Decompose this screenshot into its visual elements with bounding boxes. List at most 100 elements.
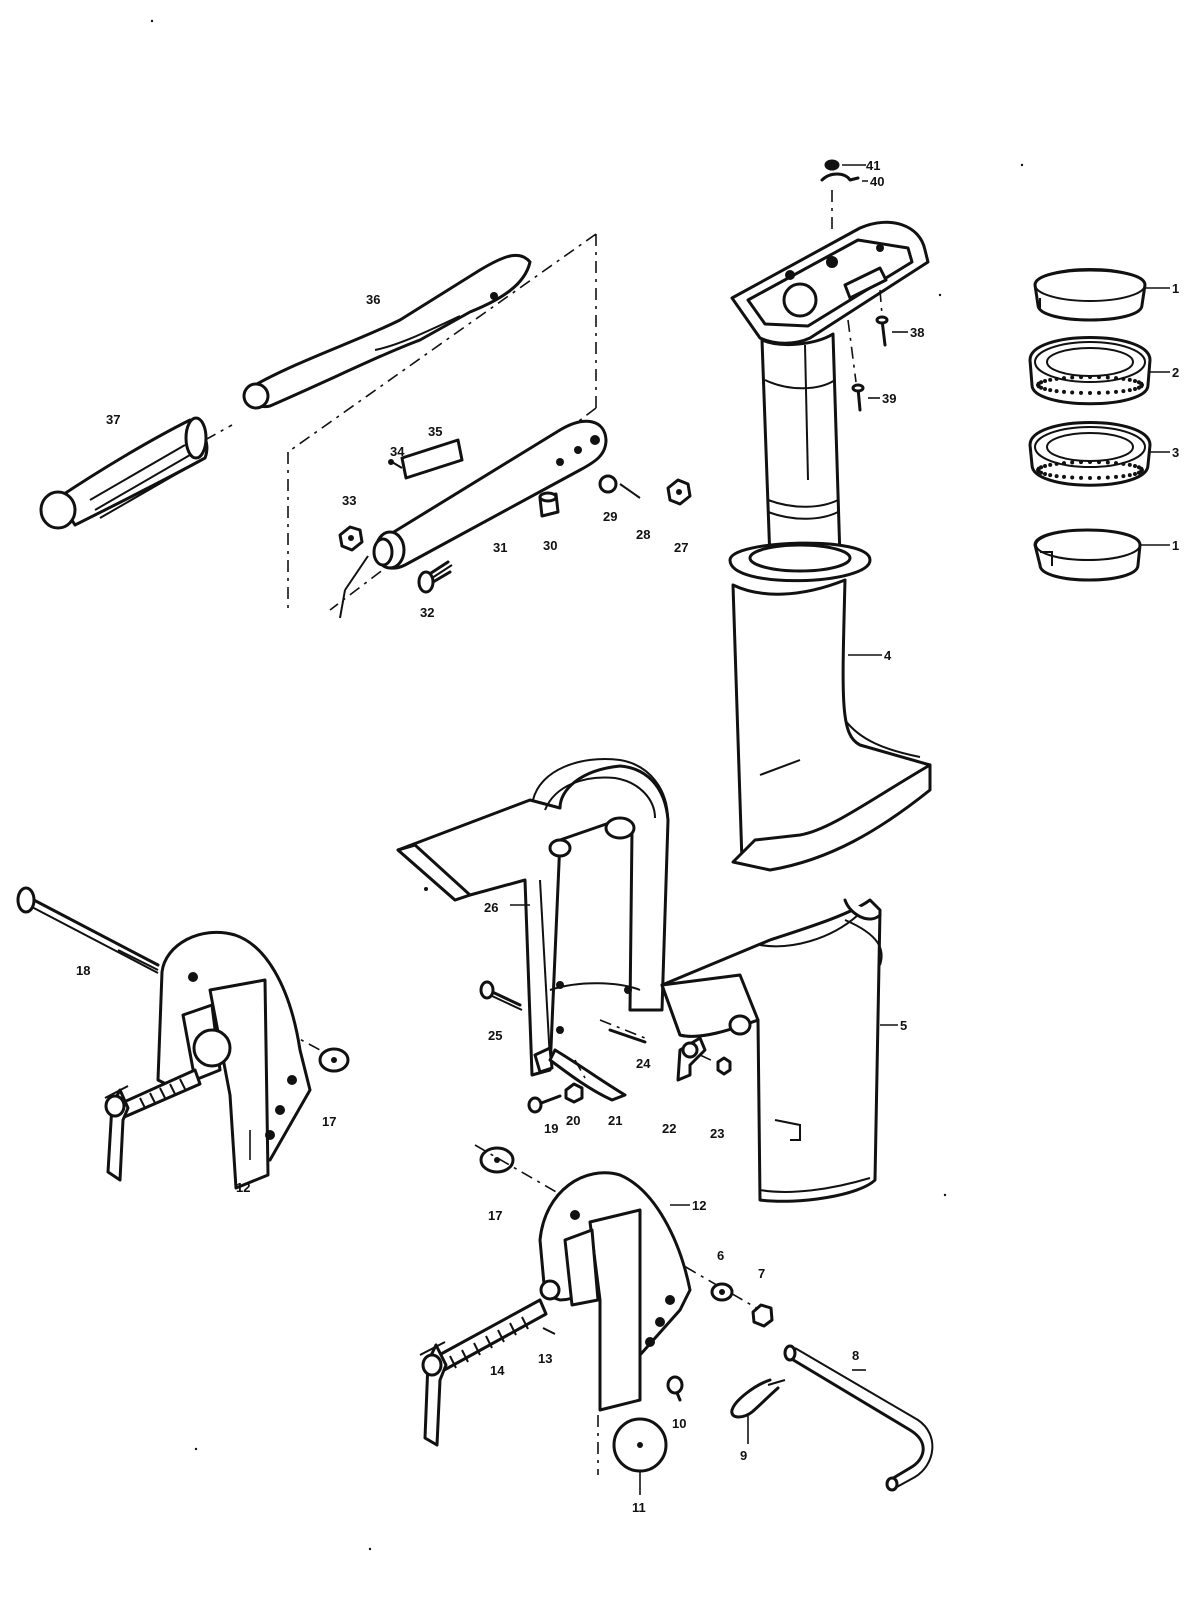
- pin-28: [619, 483, 641, 499]
- label-33: 33: [342, 493, 356, 508]
- bearing-ball: [1105, 475, 1110, 480]
- bearing-ball: [1054, 474, 1059, 479]
- bearing-ball: [1121, 474, 1126, 479]
- label-13: 13: [538, 1351, 552, 1366]
- bearing-ball: [1133, 464, 1137, 468]
- bearing-ball: [1062, 461, 1066, 466]
- label-41: 41: [866, 158, 880, 173]
- bearing-ball: [1097, 460, 1101, 465]
- cotter-pin-9: [730, 1378, 780, 1419]
- nut-7: [751, 1303, 774, 1328]
- swivel-bracket-26: [396, 764, 670, 1077]
- bearing-ball: [1114, 461, 1118, 466]
- label-8: 8: [852, 1348, 859, 1363]
- label-14: 14: [490, 1363, 505, 1378]
- label-28: 28: [636, 527, 650, 542]
- rod-8: [788, 1356, 925, 1482]
- bearing-ball: [1048, 377, 1053, 382]
- bearing-ball: [1105, 390, 1110, 395]
- label-21: 21: [608, 1113, 622, 1128]
- label-12-left: 12: [236, 1180, 250, 1195]
- bearing-ball: [1105, 460, 1110, 465]
- label-32: 32: [420, 605, 434, 620]
- bearing-ball: [1114, 389, 1118, 394]
- bearing-ball: [1136, 385, 1141, 390]
- label-27: 27: [674, 540, 688, 555]
- clip-40: [820, 172, 860, 182]
- bearing-ball: [1127, 388, 1132, 393]
- label-34: 34: [390, 444, 405, 459]
- bearing-ball: [1062, 389, 1066, 394]
- bearing-ball: [1079, 475, 1083, 480]
- bearing-3: [1028, 421, 1152, 487]
- label-7: 7: [758, 1266, 765, 1281]
- label-24: 24: [636, 1056, 651, 1071]
- label-36: 36: [366, 292, 380, 307]
- label-23: 23: [710, 1126, 724, 1141]
- bearing-ball: [1127, 462, 1132, 467]
- label-19: 19: [544, 1121, 558, 1136]
- clamp-right-group: [419, 1144, 934, 1495]
- bearing-ball: [1079, 375, 1083, 380]
- cap-41: [824, 159, 840, 171]
- label-5: 5: [900, 1018, 907, 1033]
- bearing-ball: [1114, 376, 1118, 381]
- bolt-18: [28, 896, 160, 967]
- label-12-right: 12: [692, 1198, 706, 1213]
- bearing-ball: [1088, 375, 1092, 379]
- bearing-ball: [1088, 391, 1092, 395]
- callout-labels: 41 40 38 39 1 2 3 1 4 36 37 35 34 33 31 …: [76, 158, 1179, 1515]
- bearing-stack: [1028, 268, 1170, 582]
- label-6: 6: [717, 1248, 724, 1263]
- label-29: 29: [603, 509, 617, 524]
- bearing-dots: [1036, 375, 1144, 480]
- bearing-ball: [1127, 473, 1132, 478]
- label-2: 2: [1172, 365, 1179, 380]
- label-30: 30: [543, 538, 557, 553]
- bearing-ball: [1070, 375, 1075, 380]
- label-35: 35: [428, 424, 442, 439]
- tiller-handle-group: [39, 233, 692, 619]
- washer-29: [598, 474, 618, 494]
- bearing-ball: [1054, 376, 1059, 381]
- bearing-ball: [1133, 472, 1137, 476]
- bearing-ball: [1121, 376, 1126, 381]
- bearing-ball: [1043, 379, 1047, 383]
- bearing-ball: [1097, 475, 1101, 480]
- clamp-left-group: [16, 886, 350, 1190]
- bearing-ball: [1114, 474, 1118, 479]
- label-39: 39: [882, 391, 896, 406]
- bearing-ball: [1136, 470, 1141, 475]
- label-31: 31: [493, 540, 507, 555]
- bearing-ball: [1139, 381, 1144, 386]
- bearing-ball: [1097, 375, 1101, 380]
- bearing-ball: [1139, 466, 1144, 471]
- bearing-ball: [1121, 389, 1126, 394]
- label-10: 10: [672, 1416, 686, 1431]
- label-4: 4: [884, 648, 892, 663]
- bearing-ball: [1054, 389, 1059, 394]
- bearing-ball: [1105, 375, 1110, 380]
- ring-1-top: [1033, 268, 1147, 322]
- bearing-ball: [1039, 380, 1044, 385]
- label-20: 20: [566, 1113, 580, 1128]
- label-26: 26: [484, 900, 498, 915]
- bearing-ball: [1039, 465, 1044, 470]
- bearing-ball: [1070, 460, 1075, 465]
- bearing-ball: [1088, 460, 1092, 464]
- label-1-top: 1: [1172, 281, 1179, 296]
- bearing-ball: [1062, 376, 1066, 381]
- label-9: 9: [740, 1448, 747, 1463]
- grip-37: [56, 418, 209, 527]
- tiller-arm-36: [249, 253, 532, 409]
- label-1-bottom: 1: [1172, 538, 1179, 553]
- bearing-2: [1028, 336, 1152, 406]
- bearing-ball: [1133, 387, 1137, 391]
- driveshaft-housing-group: [728, 159, 932, 872]
- bearing-ball: [1097, 390, 1101, 395]
- bearing-ball: [1070, 475, 1075, 480]
- label-25: 25: [488, 1028, 502, 1043]
- lower-housing-4: [731, 578, 932, 864]
- label-38: 38: [910, 325, 924, 340]
